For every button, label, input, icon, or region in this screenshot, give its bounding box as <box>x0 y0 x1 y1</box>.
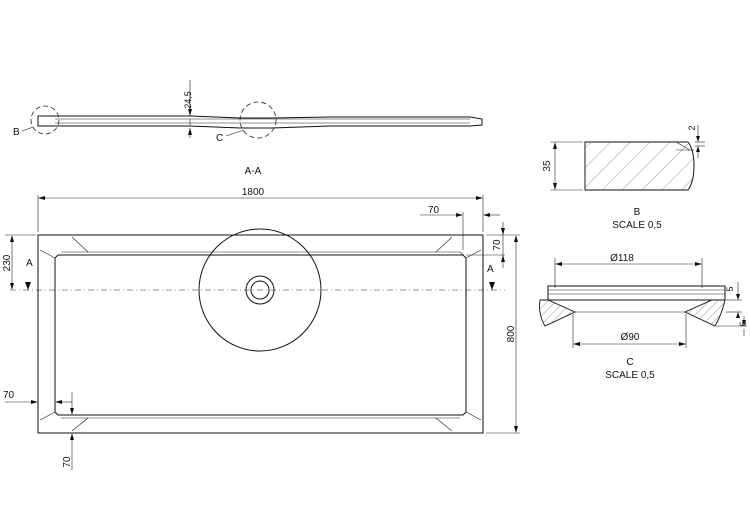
tray-outline <box>37 234 484 434</box>
detail-c-marker: C <box>216 133 223 144</box>
depth-dimension-label: 800 <box>506 325 517 342</box>
section-thickness-label: 24,5 <box>183 91 193 109</box>
detail-b-section <box>584 141 695 191</box>
detail-c-dim-5: 5 <box>725 286 735 291</box>
detail-c-inner-diameter: Ø90 <box>621 332 640 343</box>
detail-b-view: 35 2 B SCALE 0,5 <box>542 125 705 231</box>
detail-b-lip-label: 2 <box>687 125 697 130</box>
detail-c-outer-diameter: Ø118 <box>610 253 634 264</box>
drain-slope-circle <box>198 228 322 352</box>
detail-b-height-label: 35 <box>542 160 553 172</box>
detail-b-title: B <box>634 207 641 218</box>
section-label: A-A <box>245 166 262 177</box>
detail-c-profile <box>547 285 726 301</box>
rim-top-right-label: 70 <box>428 205 440 216</box>
detail-b-marker: B <box>13 127 20 138</box>
width-dimension-label: 1800 <box>242 187 265 198</box>
section-view: 24,5 B C A-A <box>13 80 483 177</box>
detail-c-right-hatch <box>683 299 726 327</box>
plan-view: 1800 70 A A <box>2 187 520 470</box>
detail-c-title: C <box>626 357 633 368</box>
detail-c-scale: SCALE 0,5 <box>605 370 655 381</box>
detail-c-circle <box>239 101 277 139</box>
basin-outline <box>54 254 467 416</box>
section-mark-right: A <box>487 264 494 275</box>
section-mark-left: A <box>26 258 33 269</box>
detail-b-circle <box>30 105 60 135</box>
detail-c-view: Ø118 Ø90 5 6 C SCALE 0,5 <box>539 253 748 381</box>
detail-c-dim-6: 6 <box>738 321 748 326</box>
rim-left-label: 70 <box>3 390 15 401</box>
rim-bottom-label: 70 <box>62 456 73 468</box>
detail-b-scale: SCALE 0,5 <box>612 220 662 231</box>
rim-right-label: 70 <box>492 239 503 251</box>
drain-inner <box>250 280 270 300</box>
drain-offset-label: 230 <box>2 254 13 271</box>
detail-c-left-hatch <box>539 299 577 327</box>
